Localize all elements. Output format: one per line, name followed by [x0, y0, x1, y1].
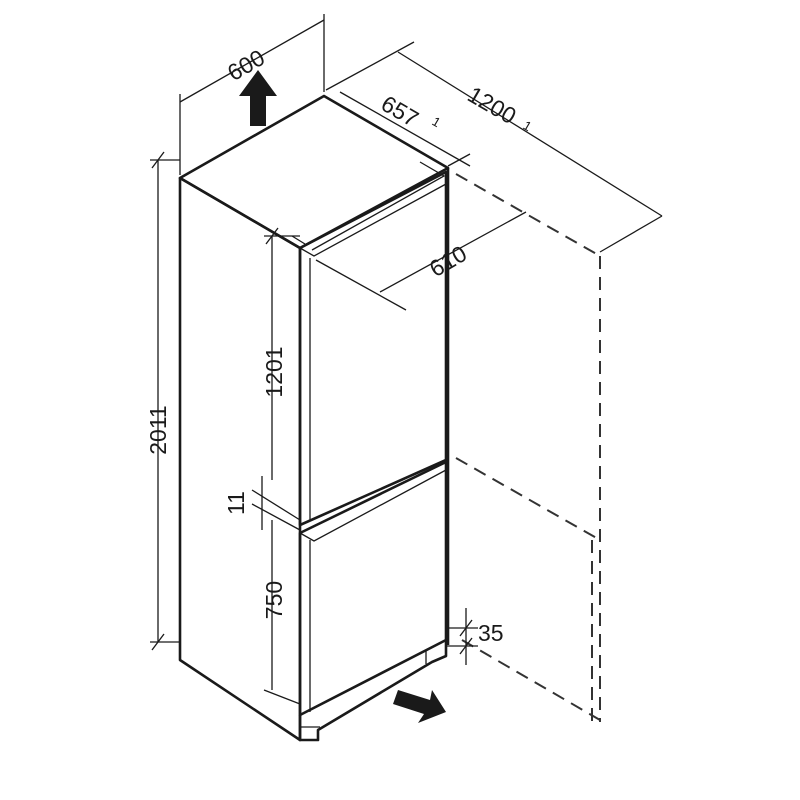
arrow-right-icon	[393, 690, 446, 723]
total-depth-note: 1	[521, 118, 535, 135]
overall-height-label: 2011	[145, 405, 171, 454]
depth-door-open-note: 1	[430, 114, 444, 131]
depth-door-open-label: 657	[377, 90, 423, 132]
arrow-up-icon	[239, 70, 277, 126]
fridge-door	[298, 170, 448, 527]
freezer-door-height-label: 750	[261, 581, 287, 619]
niche-outline	[455, 173, 601, 722]
plinth-height-label: 35	[478, 620, 504, 646]
door-gap-label: 11	[223, 491, 249, 515]
total-depth-label: 1200	[463, 81, 520, 129]
appliance-body	[178, 94, 450, 742]
freezer-door	[298, 460, 448, 717]
dimension-lines	[150, 14, 663, 705]
fridge-door-height-label: 1201	[261, 346, 287, 397]
